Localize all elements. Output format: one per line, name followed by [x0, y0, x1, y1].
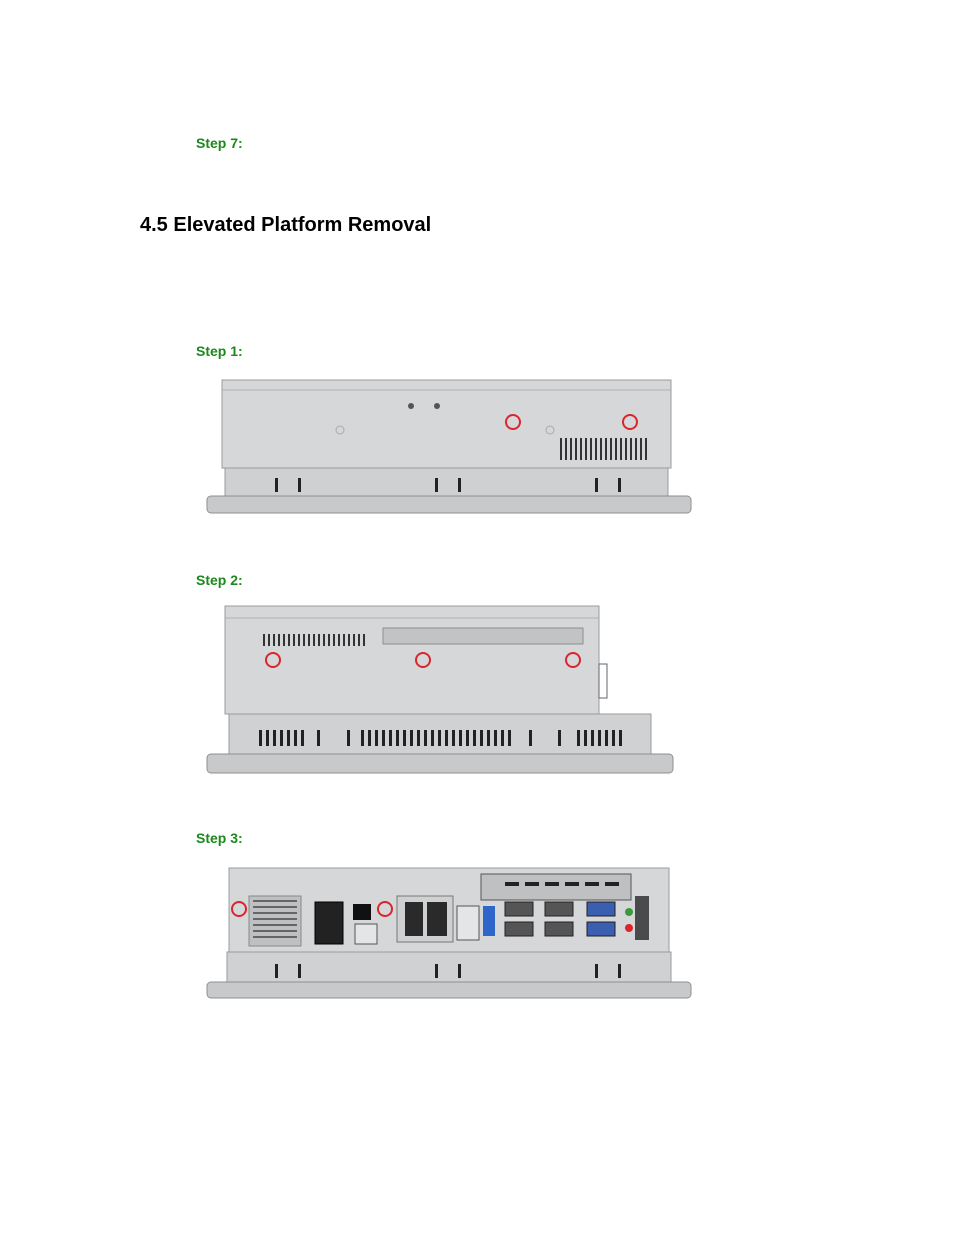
screw-highlight: [622, 414, 638, 430]
screw-highlight: [415, 652, 431, 668]
step-1-image: [205, 378, 693, 516]
step-7-label: Step 7:: [196, 135, 243, 151]
screw-highlight: [231, 901, 247, 917]
step-2-label: Step 2:: [196, 572, 243, 588]
step-1-label: Step 1:: [196, 343, 243, 359]
step-3-label: Step 3:: [196, 830, 243, 846]
screw-highlight: [505, 414, 521, 430]
screw-highlight: [565, 652, 581, 668]
step-3-image: [205, 866, 693, 1000]
section-heading: 4.5 Elevated Platform Removal: [140, 214, 432, 236]
screw-highlight: [265, 652, 281, 668]
screw-highlight: [377, 901, 393, 917]
step-2-image: [205, 604, 677, 776]
